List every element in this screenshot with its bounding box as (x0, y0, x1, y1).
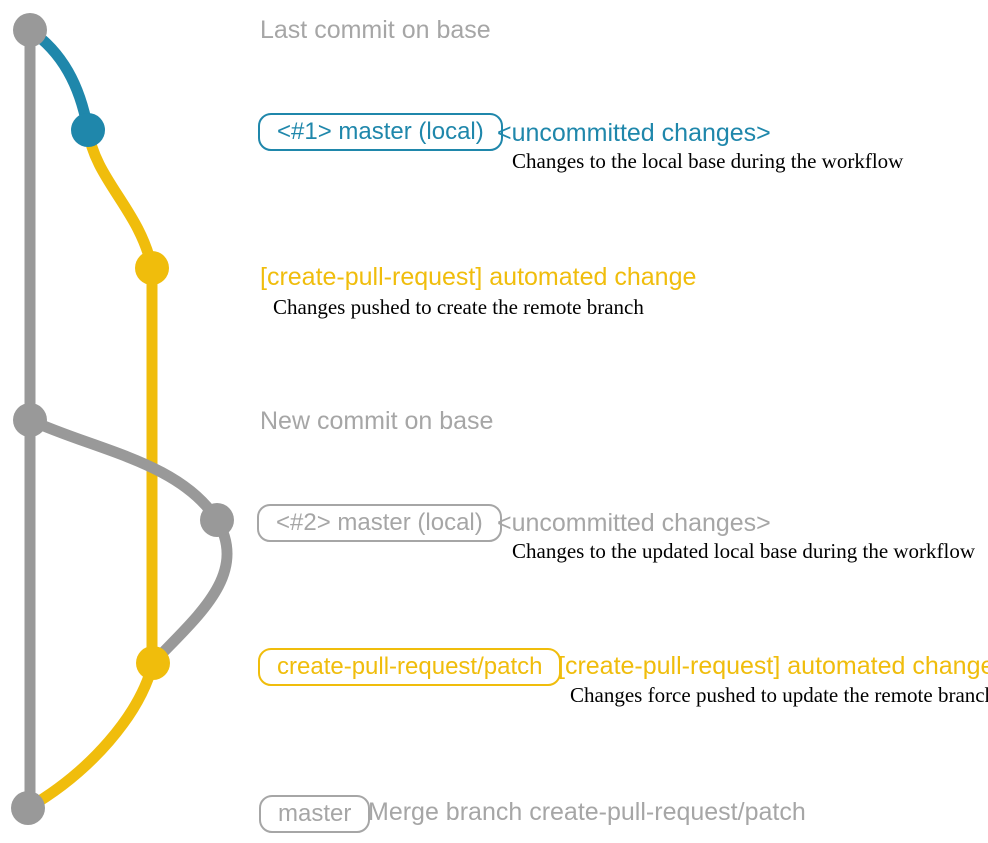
description-uncommitted-changes-1: Changes to the local base during the wor… (512, 149, 904, 173)
remote-branch-merge-curve (22, 657, 159, 814)
description-automated-change-1: Changes pushed to create the remote bran… (273, 295, 644, 319)
local-branch-curve-3 (147, 514, 233, 669)
commit-dot-uncommitted-changes-2 (200, 503, 234, 537)
commit-dot-last-commit-on-base (13, 13, 47, 47)
annotation-last-commit-on-base: Last commit on base (260, 16, 491, 44)
annotation-uncommitted-changes-1: <uncommitted changes> (497, 119, 771, 147)
annotation-automated-change-1: [create-pull-request] automated change (260, 263, 697, 291)
branch-pill-create-pull-request-patch: create-pull-request/patch (258, 648, 562, 686)
branch-pill-master-local-1: <#1> master (local) (258, 113, 503, 151)
annotation-automated-change-2: [create-pull-request] automated change (558, 652, 988, 680)
branch-pill-master-local-2: <#2> master (local) (257, 504, 502, 542)
description-automated-change-2: Changes force pushed to update the remot… (570, 683, 988, 707)
branch-pill-master: master (259, 795, 371, 833)
local-branch-curve-1 (24, 24, 94, 136)
annotation-merge-branch: Merge branch create-pull-request/patch (368, 798, 806, 826)
commit-dot-automated-change-2 (136, 646, 170, 680)
local-branch-curve-2 (24, 414, 223, 526)
description-uncommitted-changes-2: Changes to the updated local base during… (512, 539, 976, 563)
commit-dot-automated-change-1 (135, 251, 169, 285)
annotation-uncommitted-changes-2: <uncommitted changes> (497, 509, 771, 537)
annotation-new-commit-on-base: New commit on base (260, 407, 494, 435)
commit-dot-merge-commit (11, 791, 45, 825)
remote-branch-line (82, 124, 158, 669)
commit-dot-new-commit-on-base (13, 403, 47, 437)
commit-graph (11, 13, 234, 825)
commit-dot-uncommitted-changes-1 (71, 113, 105, 147)
